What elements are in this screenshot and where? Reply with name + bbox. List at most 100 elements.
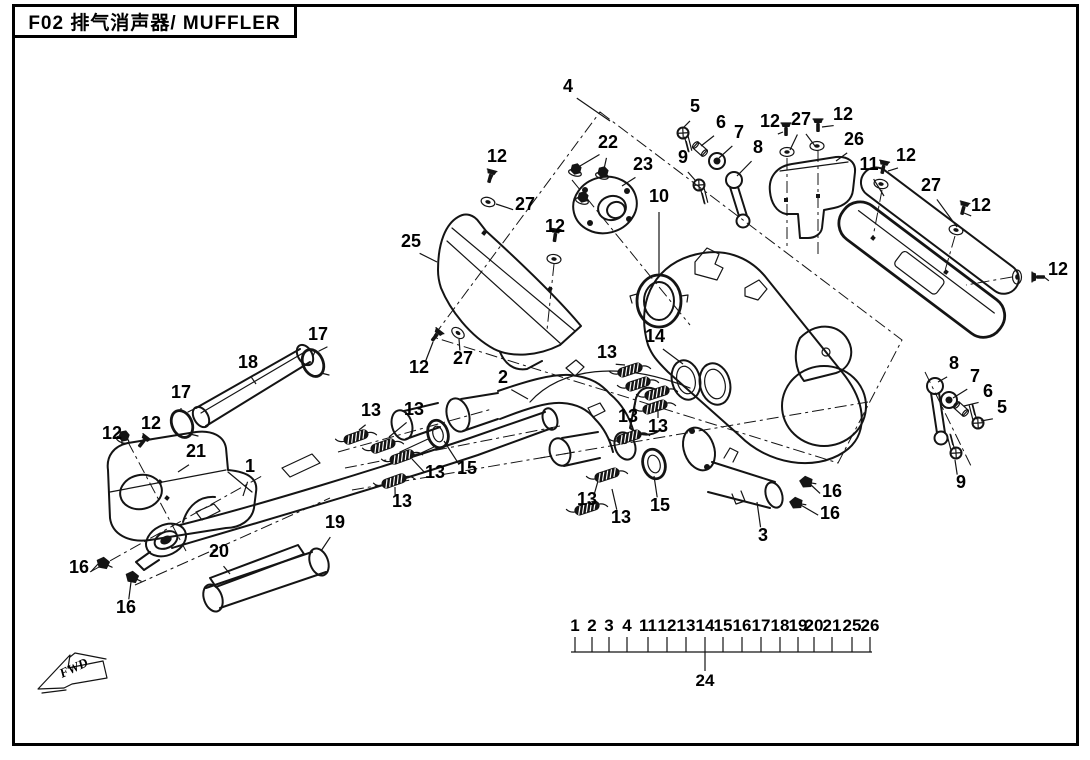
spring-13-glyph — [635, 385, 679, 401]
callout-leader — [805, 133, 816, 147]
spring-13-glyph — [565, 500, 609, 516]
callout-leader — [682, 120, 691, 129]
callout-label: 27 — [515, 194, 535, 214]
part-2-mid-pipe — [390, 359, 691, 461]
fastener-glyphs-layer — [96, 118, 1045, 584]
callout-leader — [718, 145, 733, 159]
callout-label: 1 — [245, 456, 255, 476]
callout-leader — [653, 475, 658, 498]
nut-glyph — [595, 166, 609, 180]
callout-label: 13 — [618, 406, 638, 426]
callout-leader — [756, 501, 762, 528]
callout-label: 9 — [956, 472, 966, 492]
washer-glyph — [873, 178, 889, 190]
part-25-heat-shield — [437, 213, 582, 371]
callout-leader — [736, 160, 752, 177]
callout-leader — [936, 199, 958, 228]
callout-leader — [579, 153, 600, 167]
index-number: 4 — [622, 616, 632, 635]
callout-label: 16 — [820, 503, 840, 523]
index-number: 26 — [861, 616, 880, 635]
callout-label: 5 — [690, 96, 700, 116]
callout-leader — [458, 338, 461, 351]
callout-label: 6 — [983, 381, 993, 401]
part-muffler-body — [548, 247, 867, 467]
callout-label: 21 — [186, 441, 206, 461]
nut-glyph — [575, 191, 589, 205]
callout-label: 15 — [650, 495, 670, 515]
callout-leader — [177, 464, 190, 473]
callout-leader — [603, 157, 608, 170]
callout-label: 10 — [649, 186, 669, 206]
spacer-glyph — [952, 401, 970, 417]
callout-leader — [687, 171, 696, 181]
bolt-glyph — [486, 168, 498, 184]
callout-label: 13 — [361, 400, 381, 420]
callout-label: 6 — [716, 112, 726, 132]
callout-label: 9 — [678, 147, 688, 167]
index-number: 18 — [771, 616, 790, 635]
callout-leader — [798, 503, 819, 516]
callout-label: 13 — [611, 507, 631, 527]
callout-leader — [611, 488, 618, 510]
fwd-arrow-label: FWD — [56, 654, 91, 681]
callout-leader — [223, 565, 231, 575]
screw-glyph — [692, 178, 709, 205]
callout-leader — [411, 458, 425, 473]
part-14-inlet-gaskets — [670, 359, 732, 406]
index-number: 14 — [696, 616, 715, 635]
washer-glyph — [948, 224, 964, 236]
screw-glyph — [968, 403, 985, 430]
callout-label: 26 — [844, 129, 864, 149]
callout-leader — [952, 388, 968, 399]
nut-glyph — [568, 163, 582, 177]
callout-leader — [593, 480, 599, 494]
bushing-glyph — [940, 391, 958, 409]
callout-leader — [443, 440, 460, 464]
spring-13-glyph — [334, 429, 378, 445]
screw-glyph — [676, 126, 693, 153]
callout-label: 5 — [997, 397, 1007, 417]
assembly-boundary-box — [432, 111, 903, 464]
callout-leader — [90, 563, 99, 573]
index-number: 2 — [587, 616, 596, 635]
callout-leader — [511, 389, 529, 400]
callout-label: 23 — [633, 154, 653, 174]
callout-leader — [700, 135, 715, 147]
spring-13-glyph — [361, 438, 405, 454]
link-8-glyph — [926, 377, 949, 446]
callout-leader — [621, 176, 636, 187]
spring-13-glyph — [616, 376, 660, 392]
callout-label: 19 — [325, 512, 345, 532]
callout-leader — [887, 167, 899, 172]
callout-leader — [633, 398, 637, 410]
bolt-glyph — [780, 122, 792, 136]
callout-label: 13 — [392, 491, 412, 511]
callout-label: 16 — [116, 597, 136, 617]
fwd-arrow: FWD — [37, 652, 108, 694]
cone-glyph — [125, 570, 142, 584]
bolt-glyph — [959, 200, 971, 216]
callout-label: 20 — [209, 541, 229, 561]
cone-glyph — [96, 556, 113, 570]
callout-leader — [835, 152, 848, 162]
callout-leader — [662, 348, 684, 365]
callout-leader — [963, 401, 979, 407]
callout-label: 4 — [563, 76, 573, 96]
callout-label: 12 — [833, 104, 853, 124]
washer-glyph — [546, 253, 562, 265]
callout-label: 17 — [171, 382, 191, 402]
callout-label: 27 — [453, 348, 473, 368]
index-number: 21 — [823, 616, 842, 635]
callout-label: 13 — [425, 462, 445, 482]
washer-glyph — [480, 196, 496, 208]
callout-leader — [312, 349, 317, 357]
callout-label: 12 — [409, 357, 429, 377]
assembly-number: 24 — [696, 671, 715, 690]
callout-label: 17 — [308, 324, 328, 344]
callout-label: 8 — [949, 353, 959, 373]
link-8-glyph — [725, 171, 751, 229]
